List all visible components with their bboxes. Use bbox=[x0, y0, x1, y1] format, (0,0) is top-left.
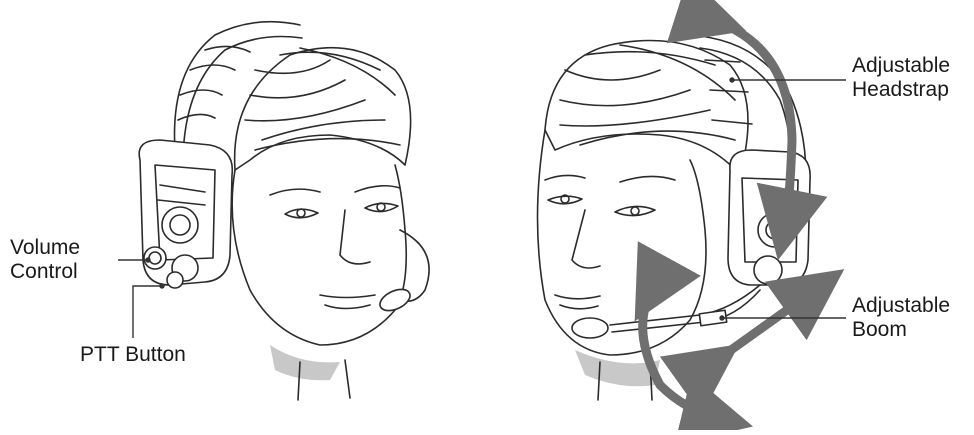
volume-label-line1: Volume bbox=[10, 236, 80, 260]
right-head-illustration bbox=[538, 35, 811, 400]
volume-label-line2: Control bbox=[10, 260, 80, 284]
ptt-leader bbox=[133, 286, 162, 338]
headstrap-label-line2: Headstrap bbox=[852, 78, 950, 102]
boom-diagonal-arrow bbox=[710, 290, 815, 365]
boom-label-line1: Adjustable bbox=[852, 294, 950, 318]
headstrap-label-line1: Adjustable bbox=[852, 54, 950, 78]
boom-swivel-arrow bbox=[643, 290, 718, 418]
adjustable-headstrap-label: Adjustable Headstrap bbox=[852, 54, 950, 102]
adjustable-boom-label: Adjustable Boom bbox=[852, 294, 950, 342]
volume-control-label: Volume Control bbox=[10, 236, 80, 284]
boom-label-line2: Boom bbox=[852, 318, 950, 342]
ptt-button-label: PTT Button bbox=[80, 343, 186, 367]
